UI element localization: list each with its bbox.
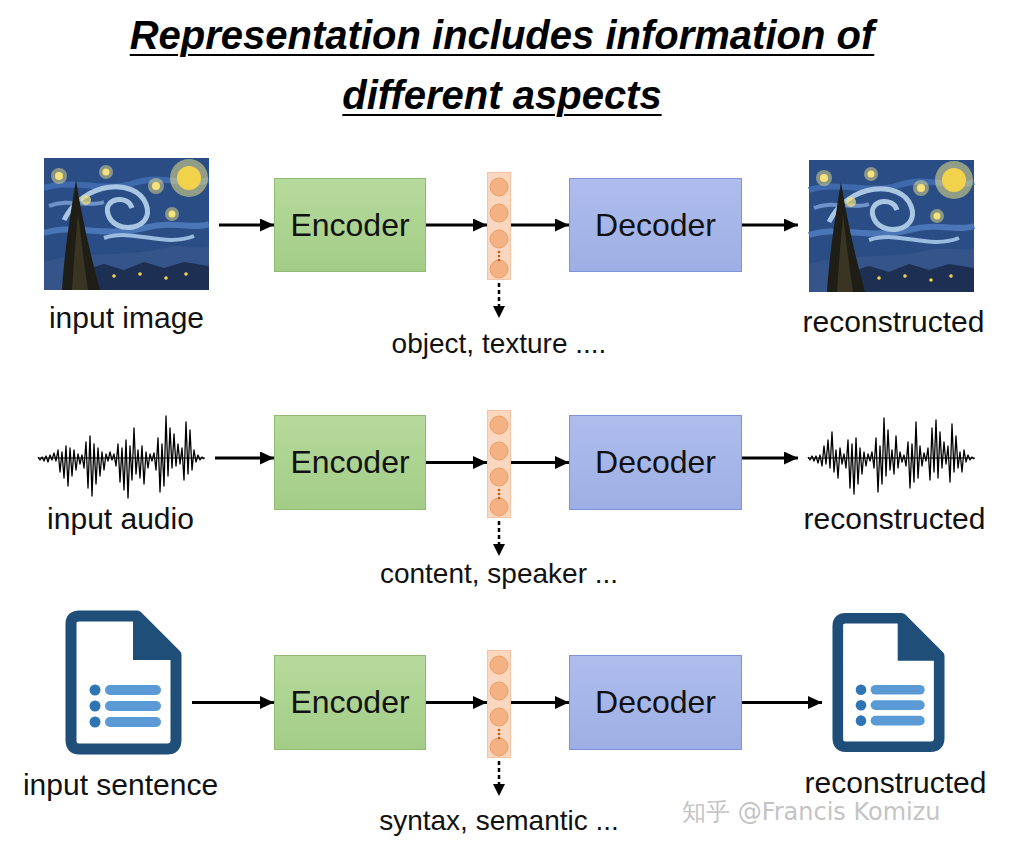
ellipsis-dot xyxy=(498,251,501,254)
box-label: Encoder xyxy=(290,207,409,244)
ellipsis-dot xyxy=(498,497,501,500)
document-icon xyxy=(71,611,181,749)
representation-vector: syntax, semantic ... xyxy=(487,650,511,758)
aspect-label: object, texture .... xyxy=(392,327,607,361)
illustration-node: reconstructed xyxy=(798,160,975,292)
vector-cell xyxy=(490,738,508,756)
vector-cell xyxy=(490,230,508,248)
decoder-box: Decoder xyxy=(569,655,742,750)
ellipsis-dot xyxy=(498,733,501,736)
starry-night-image xyxy=(44,158,209,290)
node-caption: input image xyxy=(49,300,204,336)
node-caption: reconstructed xyxy=(803,304,985,340)
audio-waveform xyxy=(38,416,205,498)
flow-arrow xyxy=(426,461,487,464)
ellipsis-dot xyxy=(498,493,501,496)
representation-vector: object, texture .... xyxy=(487,172,511,280)
illustration-node: input image xyxy=(44,158,219,290)
flow-arrow xyxy=(511,224,569,227)
illustration-node: input sentence xyxy=(65,610,192,755)
node-caption: reconstructed xyxy=(804,501,986,537)
ellipsis-dot xyxy=(498,255,501,258)
vector-cell xyxy=(490,682,508,700)
audio-waveform xyxy=(808,418,975,494)
encoder-box: Encoder xyxy=(274,655,426,750)
ellipsis-dot xyxy=(498,489,501,492)
vector-cell xyxy=(490,656,508,674)
decoder-box: Decoder xyxy=(569,178,742,272)
vector-cell xyxy=(490,498,508,516)
flow-arrow xyxy=(742,224,798,227)
node-caption: input audio xyxy=(47,501,194,537)
ellipsis-dot xyxy=(498,729,501,732)
box-label: Decoder xyxy=(595,684,716,721)
dashed-arrow xyxy=(498,521,501,556)
vector-cell xyxy=(490,442,508,460)
vector-cell xyxy=(490,708,508,726)
flow-arrow xyxy=(426,701,487,704)
box-label: Encoder xyxy=(290,444,409,481)
encoder-box: Encoder xyxy=(274,178,426,272)
ellipsis-dot xyxy=(498,737,501,740)
flow-arrow xyxy=(192,701,274,704)
box-label: Decoder xyxy=(595,207,716,244)
decoder-box: Decoder xyxy=(569,415,742,510)
box-label: Decoder xyxy=(595,444,716,481)
aspect-label: syntax, semantic ... xyxy=(379,804,619,838)
document-icon xyxy=(838,613,944,746)
watermark: 知乎 @Francis Komizu xyxy=(682,796,941,828)
starry-night-image xyxy=(809,160,974,292)
illustration-node: reconstructed xyxy=(798,415,975,501)
vector-cell xyxy=(490,178,508,196)
vector-cell xyxy=(490,204,508,222)
dashed-arrow xyxy=(498,283,501,318)
node-caption: reconstructed xyxy=(805,765,987,801)
flow-arrow xyxy=(511,701,569,704)
node-caption: input sentence xyxy=(23,767,218,803)
illustration-node: input audio xyxy=(38,415,215,501)
dashed-arrow xyxy=(498,761,501,796)
diagram-title: Representation includes information of d… xyxy=(122,5,882,125)
flow-arrow xyxy=(511,461,569,464)
flow-arrow xyxy=(219,224,274,227)
flow-arrow xyxy=(426,224,487,227)
ellipsis-dot xyxy=(498,259,501,262)
flow-arrow xyxy=(742,701,822,704)
waveform-trace xyxy=(38,416,204,498)
vector-cell xyxy=(490,260,508,278)
waveform-trace xyxy=(808,418,974,494)
flow-arrow xyxy=(742,457,798,460)
aspect-label: content, speaker ... xyxy=(380,557,618,591)
encoder-box: Encoder xyxy=(274,415,426,510)
vector-ellipsis xyxy=(498,251,501,740)
vector-cells xyxy=(490,178,508,756)
vector-cell xyxy=(490,468,508,486)
flow-arrow xyxy=(215,457,274,460)
box-label: Encoder xyxy=(290,684,409,721)
dashed-arrows xyxy=(498,283,501,796)
representation-vector: content, speaker ... xyxy=(487,410,511,518)
illustration-node: reconstructed xyxy=(822,610,945,755)
vector-cell xyxy=(490,416,508,434)
